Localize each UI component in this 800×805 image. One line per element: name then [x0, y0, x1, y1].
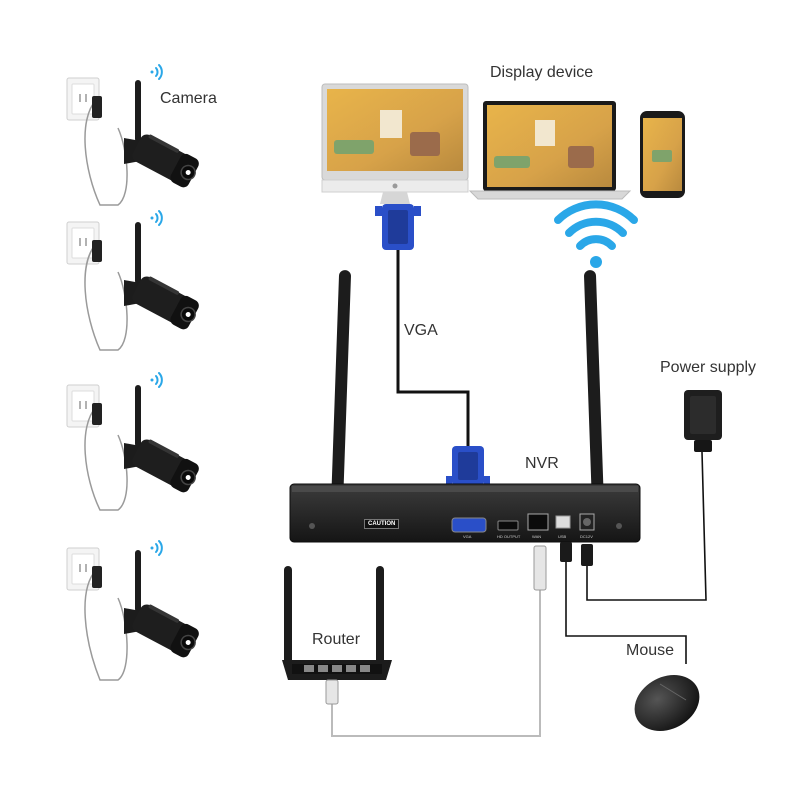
power-adapter-icon	[684, 390, 722, 452]
wifi-signal-icon	[149, 64, 163, 80]
ethernet-cable	[325, 545, 547, 737]
wifi-signal-icon	[149, 372, 163, 388]
mouse-label: Mouse	[626, 642, 675, 659]
wifi-signal-icon	[554, 200, 638, 268]
port-label-wan: WAN	[532, 534, 542, 539]
port-label-hd-output: HD OUTPUT	[497, 534, 521, 539]
mouse-icon	[634, 675, 700, 731]
camera-icon	[123, 221, 203, 333]
router-icon	[282, 566, 392, 680]
camera-unit-3	[66, 372, 203, 511]
camera-icon	[123, 549, 203, 661]
usb-plug	[560, 542, 572, 562]
camera-unit-4	[66, 540, 203, 681]
camera-icon	[123, 384, 203, 496]
wifi-signal-icon	[149, 540, 163, 556]
router-label: Router	[312, 631, 361, 648]
laptop-icon	[468, 101, 632, 200]
caution-sticker: CAUTION	[364, 519, 400, 529]
nvr-label: NVR	[525, 455, 559, 472]
port-label-dc12v: DC12V	[580, 534, 593, 539]
vga-connector-icon	[446, 446, 490, 486]
port-label-usb: USB	[558, 534, 567, 539]
vga-label: VGA	[404, 322, 438, 339]
port-label-vga: VGA	[463, 534, 472, 539]
monitor-icon	[321, 83, 469, 204]
vga-cable	[375, 204, 490, 486]
power-plug	[581, 544, 593, 566]
power-cable	[586, 451, 707, 601]
nvr-recorder-icon	[289, 270, 641, 543]
wifi-signal-icon	[149, 210, 163, 226]
display-device-label: Display device	[490, 64, 594, 81]
camera-unit-2	[66, 210, 203, 351]
power-supply-label: Power supply	[660, 359, 757, 376]
camera-label: Camera	[160, 90, 217, 107]
phone-icon	[640, 111, 685, 198]
vga-connector-icon	[375, 204, 421, 250]
mouse-cable	[565, 560, 687, 664]
camera-unit-1	[66, 64, 203, 206]
